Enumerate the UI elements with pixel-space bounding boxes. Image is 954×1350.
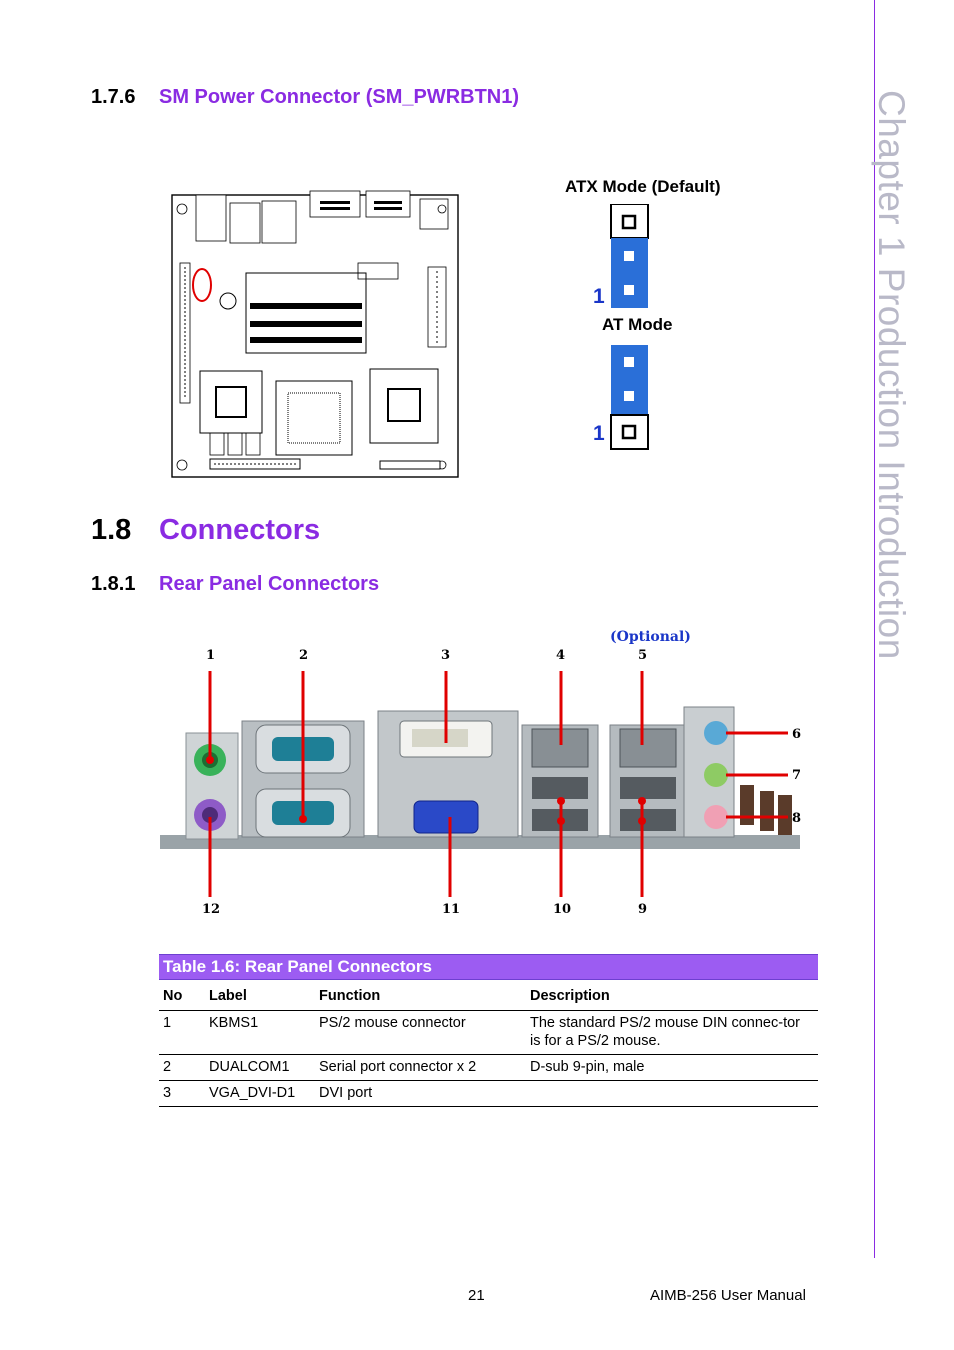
callout-7: 7 <box>792 768 802 783</box>
at-pin1-label: 1 <box>593 422 605 445</box>
motherboard-diagram <box>171 190 459 478</box>
callout-11: 11 <box>442 902 461 917</box>
table-cell <box>526 1080 818 1107</box>
column-header: Label <box>205 979 315 1011</box>
section-number: 1.8 <box>91 514 132 546</box>
section-heading-1-8: 1.8 Connectors <box>91 514 320 547</box>
column-header: No <box>159 979 205 1011</box>
section-title: Rear Panel Connectors <box>159 573 380 595</box>
table-cell: The standard PS/2 mouse DIN connec-tor i… <box>526 1010 818 1055</box>
table-header-row: No Label Function Description <box>159 979 818 1011</box>
section-number: 1.8.1 <box>91 573 136 595</box>
callout-3: 3 <box>441 648 451 663</box>
at-mode-label: AT Mode <box>602 315 673 334</box>
manual-title: AIMB-256 User Manual <box>650 1287 806 1304</box>
optional-label: (Optional) <box>610 629 691 645</box>
section-title: Connectors <box>159 514 321 546</box>
table-cell: Serial port connector x 2 <box>315 1054 526 1081</box>
table-cell: DVI port <box>315 1080 526 1107</box>
table-cell: PS/2 mouse connector <box>315 1010 526 1055</box>
table-cell: D-sub 9-pin, male <box>526 1054 818 1081</box>
section-number: 1.7.6 <box>91 86 136 108</box>
table-row: 3 VGA_DVI-D1 DVI port <box>159 1080 818 1107</box>
atx-mode-label: ATX Mode (Default) <box>565 177 721 196</box>
column-header: Function <box>315 979 526 1011</box>
side-rule <box>874 0 875 1258</box>
column-header: Description <box>526 979 818 1011</box>
page-number: 21 <box>468 1287 485 1304</box>
callout-1: 1 <box>206 648 216 663</box>
atx-pin1-label: 1 <box>593 285 605 308</box>
table-cell: KBMS1 <box>205 1010 315 1055</box>
table-cell: VGA_DVI-D1 <box>205 1080 315 1107</box>
atx-jumper-graphic <box>610 204 649 308</box>
table-caption: Table 1.6: Rear Panel Connectors <box>159 954 818 980</box>
section-title: SM Power Connector (SM_PWRBTN1) <box>159 86 520 108</box>
callout-5: 5 <box>638 648 648 663</box>
rear-panel-image <box>160 671 800 897</box>
table-cell: DUALCOM1 <box>205 1054 315 1081</box>
table-row: 2 DUALCOM1 Serial port connector x 2 D-s… <box>159 1054 818 1081</box>
table-cell: 3 <box>159 1080 205 1107</box>
at-jumper-graphic <box>610 345 649 450</box>
callout-8: 8 <box>792 811 802 826</box>
callout-6: 6 <box>792 727 802 742</box>
rear-panel-table: Table 1.6: Rear Panel Connectors No Labe… <box>159 954 818 1107</box>
table-cell: 2 <box>159 1054 205 1081</box>
table-cell: 1 <box>159 1010 205 1055</box>
callout-12: 12 <box>202 902 221 917</box>
callout-9: 9 <box>638 902 648 917</box>
section-heading-1-8-1: 1.8.1 Rear Panel Connectors <box>91 573 379 596</box>
callout-10: 10 <box>553 902 572 917</box>
callout-2: 2 <box>299 648 309 663</box>
callout-4: 4 <box>556 648 566 663</box>
chapter-tab-text: Chapter 1 Production Introduction <box>871 90 912 660</box>
section-heading-1-7-6: 1.7.6 SM Power Connector (SM_PWRBTN1) <box>91 86 519 109</box>
table-row: 1 KBMS1 PS/2 mouse connector The standar… <box>159 1010 818 1055</box>
